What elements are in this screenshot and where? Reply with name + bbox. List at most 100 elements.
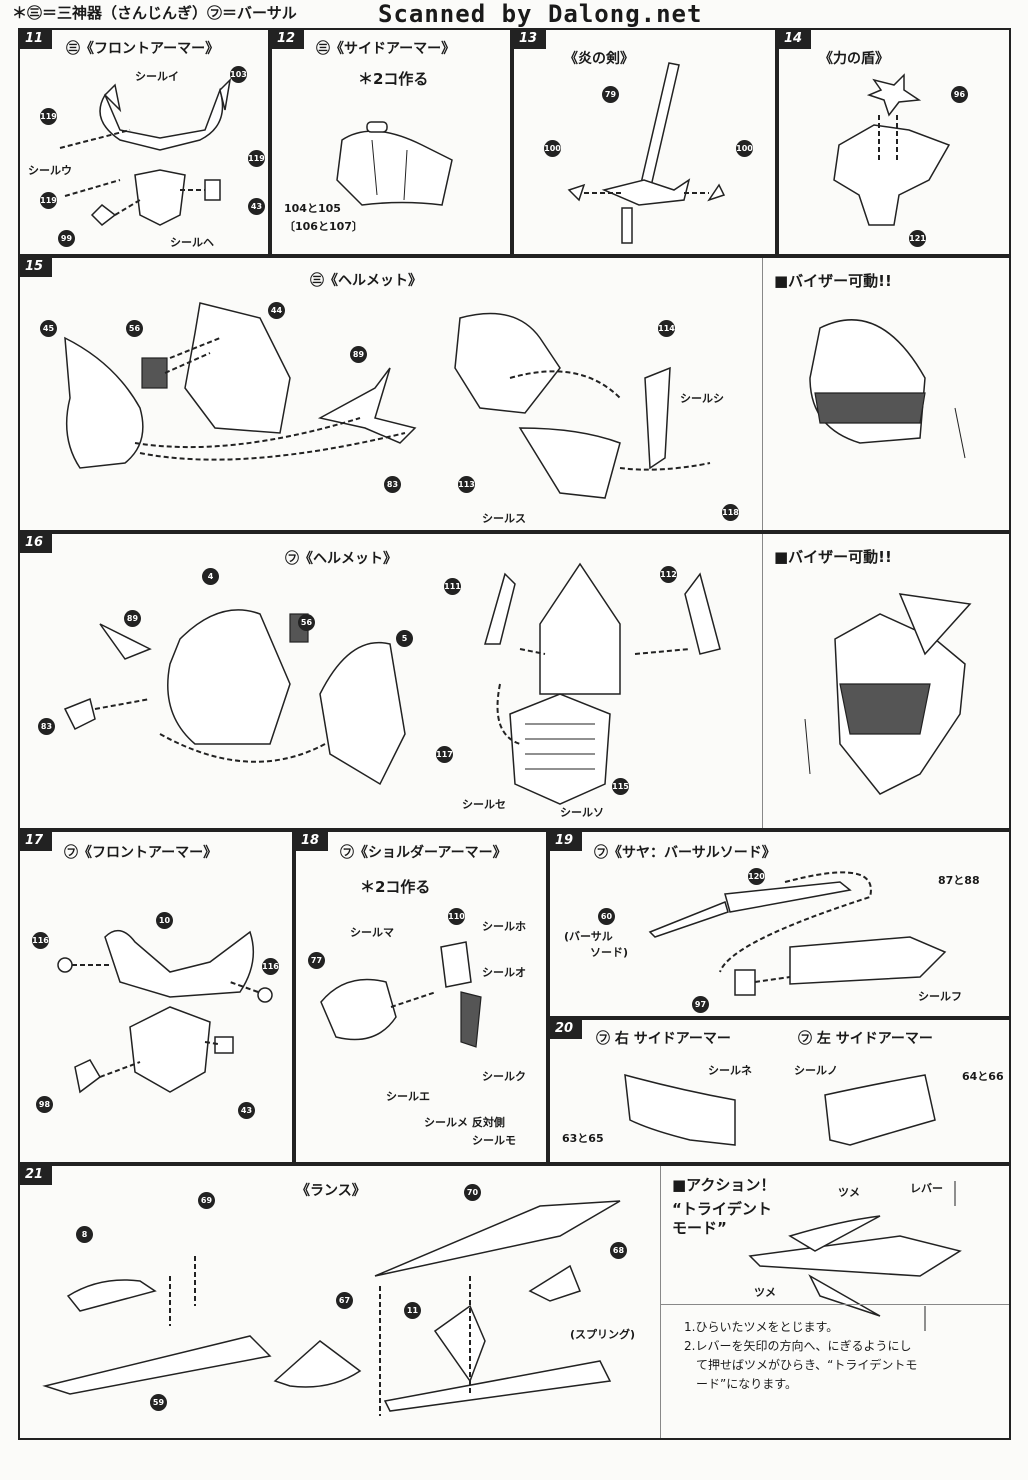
step-14-panel: 14 《力の盾》 96 121 (777, 28, 1011, 256)
part-ref: 103 (230, 66, 247, 83)
part-pair-label: 64と66 (962, 1070, 1004, 1083)
action-title: ■アクション！ (672, 1176, 776, 1194)
part-ref: 68 (610, 1242, 627, 1259)
spring-label: (スプリング) (570, 1328, 636, 1341)
step-title: 《力の盾》 (819, 51, 889, 67)
step-title: 《ランス》 (296, 1183, 366, 1199)
step-title: ㊂《ヘルメット》 (310, 273, 422, 289)
step-17-panel: 17 ㋫《フロントアーマー》 10 116 116 98 43 (18, 830, 294, 1164)
part-name-label: ソード) (590, 946, 629, 959)
part-ref: 100 (544, 140, 561, 157)
sticker-label: シールヘ (170, 236, 214, 249)
visor-movable-label: ■バイザー可動!! (774, 272, 892, 290)
part-ref: 113 (458, 476, 475, 493)
part-ref: 115 (612, 778, 629, 795)
part-ref: 11 (404, 1302, 421, 1319)
instruction-line: て押せばツメがひらき、“トライデントモ (684, 1358, 918, 1372)
sticker-label: シールシ (680, 392, 724, 405)
step-19-panel: 19 ㋫《サヤ：バーサルソード》 120 60 97 87と88 (バーサル ソ… (548, 830, 1011, 1018)
side-armor-pair-drawing (624, 1073, 936, 1146)
front-armor-drawing (59, 77, 232, 226)
sticker-label: シールイ (135, 70, 179, 83)
part-ref: 116 (262, 958, 279, 975)
step-15-panel: 15 ㊂《ヘルメット》 45 56 44 89 83 114 113 118 シ… (18, 256, 1011, 532)
part-ref: 120 (748, 868, 765, 885)
step-number: 13 (514, 30, 547, 49)
part-ref: 117 (436, 746, 453, 763)
step-16-panel: 16 ㋫《ヘルメット》 4 89 56 5 83 111 112 117 115… (18, 532, 1011, 830)
sticker-label: シールウ (28, 164, 72, 177)
part-ref: 67 (336, 1292, 353, 1309)
step-title: ㊂《フロントアーマー》 (66, 41, 220, 57)
step-12-panel: 12 ㊂《サイドアーマー》 ＊2コ作る 104と105 〔106と107〕 (270, 28, 512, 256)
sticker-label: シールエ (386, 1090, 430, 1103)
claw-label: ツメ (754, 1286, 776, 1299)
part-ref: 69 (198, 1192, 215, 1209)
instruction-line: ード”になります。 (684, 1377, 798, 1391)
part-pair-label: 104と105 (284, 202, 341, 215)
trident-mode-title: “トライデント モード” (672, 1200, 772, 1237)
step-number: 16 (20, 534, 53, 553)
sticker-label: シールマ (350, 926, 394, 939)
step-21-panel: 21 《ランス》 8 69 59 67 70 68 11 (スプリング) ■アク… (18, 1164, 1011, 1440)
versal-front-armor-drawing (57, 929, 273, 1094)
instruction-line: 1.ひらいたツメをとじます。 (684, 1320, 839, 1334)
part-ref: 118 (722, 504, 739, 521)
step-11-panel: 11 ㊂《フロントアーマー》 103 119 119 119 43 99 シール… (18, 28, 270, 256)
step-number: 11 (20, 30, 53, 49)
part-ref: 79 (602, 86, 619, 103)
god-helmet-drawing (64, 302, 966, 499)
side-armor-drawing (336, 121, 453, 206)
part-ref: 70 (464, 1184, 481, 1201)
part-ref: 116 (32, 932, 49, 949)
left-side-armor-title: ㋫ 左 サイドアーマー (798, 1031, 933, 1047)
step-18-panel: 18 ㋫《ショルダーアーマー》 ＊2コ作る 77 110 シールマ シールホ シ… (294, 830, 548, 1164)
step-number: 15 (20, 258, 53, 277)
sticker-label: シールセ (462, 798, 506, 811)
part-ref: 100 (736, 140, 753, 157)
make-two-note: ＊2コ作る (360, 878, 431, 896)
part-ref: 45 (40, 320, 57, 337)
step-number: 19 (550, 832, 583, 851)
step-title: ㋫《フロントアーマー》 (64, 845, 218, 861)
part-name-label: (バーサル (564, 930, 613, 943)
shoulder-armor-drawing (320, 941, 482, 1048)
versal-helmet-drawing (63, 562, 972, 805)
part-ref: 114 (658, 320, 675, 337)
scabbard-drawing (648, 871, 947, 996)
part-ref: 56 (298, 614, 315, 631)
sticker-label: シールオ (482, 966, 526, 979)
sticker-label: シールソ (560, 806, 604, 819)
sticker-label: シールメ 反対側 (424, 1116, 505, 1129)
part-ref: 89 (350, 346, 367, 363)
step-20-panel: 20 ㋫ 右 サイドアーマー ㋫ 左 サイドアーマー シールネ シールノ 63と… (548, 1018, 1011, 1164)
sticker-label: シールモ (472, 1134, 516, 1147)
part-ref: 121 (909, 230, 926, 247)
part-ref: 89 (124, 610, 141, 627)
part-ref: 110 (448, 908, 465, 925)
step-title: ㋫《ショルダーアーマー》 (340, 845, 507, 861)
part-ref: 43 (238, 1102, 255, 1119)
lance-drawing (42, 1181, 962, 1416)
step-number: 17 (20, 832, 53, 851)
step-title: ㊂《サイドアーマー》 (316, 41, 456, 57)
part-ref: 119 (40, 192, 57, 209)
part-pair-label: 63と65 (562, 1132, 604, 1145)
step-number: 18 (296, 832, 329, 851)
make-two-note: ＊2コ作る (358, 70, 429, 88)
part-ref: 59 (150, 1394, 167, 1411)
flame-sword-drawing (567, 62, 726, 244)
sticker-label: シールネ (708, 1064, 752, 1077)
power-shield-drawing (833, 73, 951, 226)
instruction-line: 2.レバーを矢印の方向へ、にぎるようにし (684, 1339, 912, 1353)
visor-movable-label: ■バイザー可動!! (774, 548, 892, 566)
sticker-label: シールホ (482, 920, 526, 933)
part-ref: 77 (308, 952, 325, 969)
part-ref: 99 (58, 230, 75, 247)
part-ref: 10 (156, 912, 173, 929)
part-ref: 4 (202, 568, 219, 585)
part-pair-label: 87と88 (938, 874, 980, 887)
right-side-armor-title: ㋫ 右 サイドアーマー (596, 1031, 731, 1047)
scan-watermark: Scanned by Dalong.net (378, 0, 703, 28)
part-ref: 119 (248, 150, 265, 167)
